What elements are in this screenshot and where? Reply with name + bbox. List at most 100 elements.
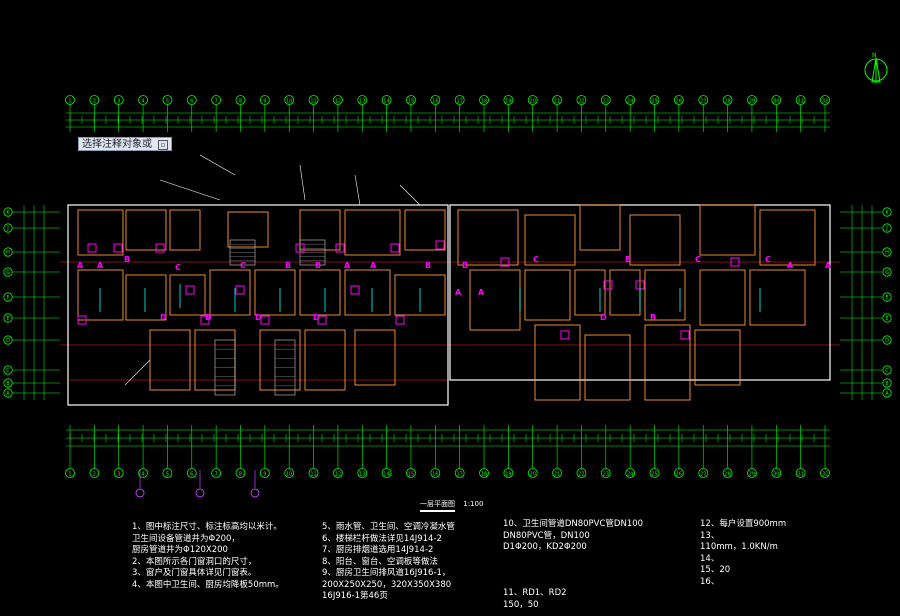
column [500, 257, 510, 267]
room-outline [169, 209, 201, 251]
room-label: D [600, 313, 607, 322]
column [603, 280, 613, 290]
column [680, 330, 690, 340]
room-outline [209, 269, 251, 316]
room-outline [394, 274, 446, 316]
axis-label-top: 31 [797, 99, 803, 105]
room-outline [524, 269, 571, 321]
axis-bubble-top [673, 95, 684, 105]
axis-label-top: 29 [749, 99, 755, 105]
room-outline [254, 269, 296, 316]
room-outline [457, 209, 519, 266]
axis-label-bottom: 12 [335, 472, 341, 478]
note-line [503, 577, 643, 589]
axis-bubble-right [882, 365, 892, 375]
room-label: D [160, 313, 167, 322]
axis-label-left: C [6, 368, 10, 374]
axis-label-bottom: 7 [215, 472, 218, 478]
axis-bubble-top [357, 95, 368, 105]
axis-label-right: G [885, 270, 889, 276]
axis-bubble-top [552, 95, 562, 105]
room-outline [749, 269, 806, 326]
axis-label-top: 23 [603, 99, 609, 105]
axis-label-top: 14 [383, 99, 389, 105]
axis-label-top: 4 [141, 99, 144, 105]
leader-line [399, 184, 421, 206]
leader-line [124, 359, 151, 386]
axis-bubble-bottom [747, 468, 757, 478]
annotation-select-tooltip[interactable]: 选择注释对象或 ▫ [78, 137, 172, 151]
axis-bubble-left [3, 267, 13, 277]
axis-label-top: 20 [530, 99, 536, 105]
axis-bubble-bottom [503, 468, 514, 478]
axis-bubble-bottom [649, 468, 660, 478]
axis-bubble-bottom [65, 468, 75, 478]
note-line: DN80PVC管，DN100 [503, 530, 590, 541]
room-label: A [370, 261, 377, 270]
axis-label-bottom: 32 [822, 472, 828, 478]
axis-label-bottom: 27 [700, 472, 706, 478]
tooltip-label: 选择注释对象或 [82, 139, 152, 150]
axis-label-top: 15 [408, 99, 414, 105]
axis-bubble-bottom [308, 468, 319, 478]
axis-bubble-bottom [138, 468, 148, 478]
column [390, 243, 400, 253]
room-label: C [765, 255, 771, 264]
axis-label-top: 5 [166, 99, 169, 105]
room-outline [299, 269, 341, 316]
axis-bubble-bottom [186, 468, 197, 478]
note-line: 150，50 [503, 599, 539, 610]
axis-bubble-bottom [333, 468, 343, 478]
axis-bubble-left [3, 365, 13, 375]
north-arrow-icon: N [864, 52, 888, 83]
axis-label-bottom: 10 [286, 472, 292, 478]
axis-label-bottom: 1 [68, 472, 71, 478]
axis-bubble-top [308, 95, 319, 105]
expand-icon[interactable]: ▫ [158, 140, 168, 150]
room-outline [759, 209, 816, 266]
axis-bubble-bottom [673, 468, 684, 478]
axis-label-top: 18 [481, 99, 487, 105]
axis-label-top: 8 [239, 99, 242, 105]
column [77, 315, 87, 325]
axis-bubble-top [284, 95, 295, 105]
leader-line [354, 174, 361, 206]
leader-line [159, 179, 221, 201]
axis-label-bottom: 26 [676, 472, 682, 478]
floor-plan [60, 154, 840, 498]
axis-label-top: 16 [432, 99, 438, 105]
axis-label-bottom: 28 [724, 472, 730, 478]
axis-bubble-right [882, 378, 892, 388]
note-line: 110mm，1.0KN/m [700, 542, 778, 552]
notes-column-1: 1、图中标注尺寸、标注标高均以米计。 卫生间设备管道井为Φ200， 厨房管道井为… [132, 522, 284, 591]
room-label: A [787, 261, 794, 270]
axis-bubble-top [649, 95, 660, 105]
room-label: D [255, 313, 262, 322]
axis-bubble-top [527, 95, 538, 105]
drawing-title: 一层平面图 1:100 [420, 499, 483, 512]
axis-label-top: 27 [700, 99, 706, 105]
axis-label-top: 21 [554, 99, 560, 105]
room-label: B [462, 261, 468, 270]
axis-label-left: H [6, 250, 10, 256]
axis-bubble-bottom [259, 468, 270, 478]
note-line: 13、 [700, 530, 720, 541]
axis-label-bottom: 8 [239, 472, 242, 478]
axis-bubble-right [882, 292, 892, 302]
axis-label-top: 26 [676, 99, 682, 105]
room-outline [344, 209, 401, 256]
axis-bubble-top [795, 95, 806, 105]
note-line: 8、阳台、窗台、空调板等做法 [322, 556, 438, 567]
axis-bubble-bottom [552, 468, 562, 478]
axis-bubble-right [882, 207, 892, 217]
axis-bubble-top [479, 95, 489, 105]
room-label: A [478, 288, 485, 297]
svg-text:N: N [872, 52, 877, 59]
axis-bubble-right [882, 267, 892, 277]
axis-label-right: H [885, 250, 889, 256]
axis-bubble-top [771, 95, 782, 105]
room-outline [579, 204, 621, 251]
axis-bubble-top [454, 95, 465, 105]
